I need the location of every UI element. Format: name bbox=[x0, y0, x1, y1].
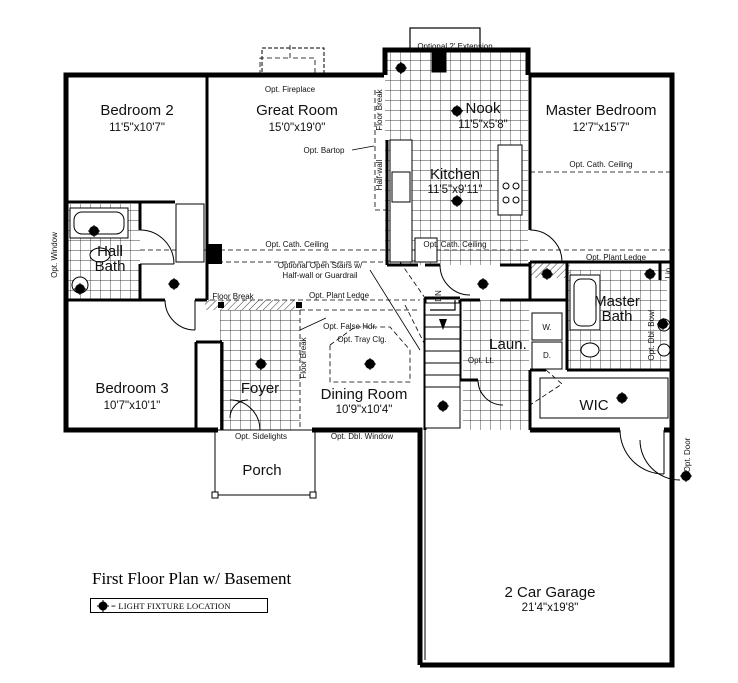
great-room-dim: 15'0"x19'0" bbox=[269, 122, 326, 134]
note-plant-ledge-2: Opt. Plant Ledge bbox=[586, 253, 647, 262]
washer bbox=[531, 312, 563, 341]
note-half-wall: Half-wall bbox=[375, 159, 384, 190]
hall-bath-name-1: Hall bbox=[97, 243, 123, 260]
note-dbl-bowl: Opt. Dbl. Bowl bbox=[647, 309, 656, 360]
note-cath-ceiling-kitchen: Opt. Cath. Ceiling bbox=[423, 240, 486, 249]
note-open-stairs-1: Optional Open Stairs w/ bbox=[278, 261, 363, 270]
note-opt-window: Opt. Window bbox=[50, 232, 59, 278]
note-floor-break-2: Floor Break bbox=[375, 88, 384, 130]
master-bath-name-2: Bath bbox=[602, 308, 633, 325]
plan-title: First Floor Plan w/ Basement bbox=[92, 569, 292, 588]
dining-room-name: Dining Room bbox=[321, 386, 408, 403]
column-post-2 bbox=[218, 302, 224, 308]
garage-name: 2 Car Garage bbox=[505, 584, 596, 601]
plumbing-fixtures bbox=[69, 203, 671, 358]
great-room-name: Great Room bbox=[256, 102, 338, 119]
light-fixture-icon bbox=[97, 599, 109, 612]
laundry-tile bbox=[463, 300, 529, 430]
note-floor-break-3: Floor Break bbox=[299, 336, 308, 378]
porch-name: Porch bbox=[242, 462, 281, 479]
light-fixture-icon bbox=[168, 278, 180, 290]
dining-room-dim: 10'9"x10'4" bbox=[336, 404, 393, 416]
note-plant-ledge-1: Opt. Plant Ledge bbox=[309, 291, 370, 300]
note-lin: Lin. bbox=[664, 266, 673, 279]
bedroom3-name: Bedroom 3 bbox=[95, 380, 168, 397]
master-bath-name-1: Master bbox=[594, 293, 640, 310]
porch bbox=[211, 429, 317, 499]
note-sidelights: Opt. Sidelights bbox=[235, 432, 287, 441]
wic-shelf bbox=[539, 377, 669, 419]
light-fixture-icon bbox=[616, 392, 628, 404]
note-opt-fireplace: Opt. Fireplace bbox=[265, 85, 316, 94]
note-cath-ceiling-master: Opt. Cath. Ceiling bbox=[569, 160, 632, 169]
stairs-arrow-icon bbox=[430, 300, 456, 311]
leader-lines bbox=[299, 145, 421, 351]
nook-extension-tile bbox=[385, 50, 528, 75]
note-floor-break-1: Floor Break bbox=[212, 292, 254, 301]
foyer-tile bbox=[220, 310, 300, 430]
option-notes: Optional 2' Extension Opt. Fireplace Opt… bbox=[212, 42, 646, 441]
nook-dim: 11'5"x5'8" bbox=[458, 119, 507, 131]
note-opt-door: Opt. Door bbox=[683, 437, 692, 472]
wic-name: WIC bbox=[579, 397, 608, 414]
note-false-hdr: Opt. False Hdr. bbox=[323, 322, 377, 331]
note-dbl-window: Opt. Dbl. Window bbox=[331, 432, 393, 441]
foyer-name: Foyer bbox=[241, 380, 279, 397]
light-fixture-icon bbox=[477, 278, 489, 290]
kitchen-counters bbox=[389, 49, 523, 263]
note-optional-extension: Optional 2' Extension bbox=[417, 42, 492, 51]
note-opt-bartop: Opt. Bartop bbox=[304, 146, 345, 155]
wall-column bbox=[208, 244, 222, 264]
note-opt-lt: Opt. Lt. bbox=[468, 356, 494, 365]
bedroom3-dim: 10'7"x10'1" bbox=[104, 400, 161, 412]
legend-text: = LIGHT FIXTURE LOCATION bbox=[111, 600, 231, 611]
stairs-arrowhead-icon bbox=[439, 319, 447, 330]
legend: = LIGHT FIXTURE LOCATION bbox=[90, 598, 268, 613]
plant-ledge-hatch-2 bbox=[205, 300, 295, 310]
doors bbox=[139, 229, 681, 481]
note-tray-clg: Opt. Tray Clg. bbox=[337, 335, 386, 344]
nook-name: Nook bbox=[465, 100, 501, 117]
rotated-notes: Opt. Window Floor Break Half-wall Floor … bbox=[50, 88, 692, 472]
master-bedroom-dim: 12'7"x15'7" bbox=[573, 122, 630, 134]
bedroom2-name: Bedroom 2 bbox=[100, 102, 173, 119]
fireplace-outline bbox=[261, 47, 325, 77]
light-fixture-icon bbox=[364, 358, 376, 370]
note-cath-ceiling-hall: Opt. Cath. Ceiling bbox=[265, 240, 328, 249]
hall-bath-name-2: Bath bbox=[95, 258, 126, 275]
kitchen-dim: 11'5"x9'11" bbox=[428, 184, 483, 196]
note-washer: W. bbox=[542, 323, 551, 332]
note-dn: DN bbox=[434, 290, 443, 302]
kitchen-name: Kitchen bbox=[430, 166, 480, 183]
note-dryer: D. bbox=[543, 351, 551, 360]
laundry-appliances bbox=[531, 312, 563, 370]
room-labels: Bedroom 2 11'5"x10'7" Great Room 15'0"x1… bbox=[95, 100, 657, 614]
note-open-stairs-2: Half-wall or Guardrail bbox=[282, 271, 357, 280]
laundry-name: Laun. bbox=[489, 336, 527, 353]
master-bedroom-name: Master Bedroom bbox=[546, 102, 657, 119]
garage-dim: 21'4"x19'8" bbox=[522, 602, 579, 614]
bedroom2-dim: 11'5"x10'7" bbox=[109, 122, 165, 134]
column-post bbox=[296, 302, 302, 308]
dryer bbox=[531, 341, 563, 370]
